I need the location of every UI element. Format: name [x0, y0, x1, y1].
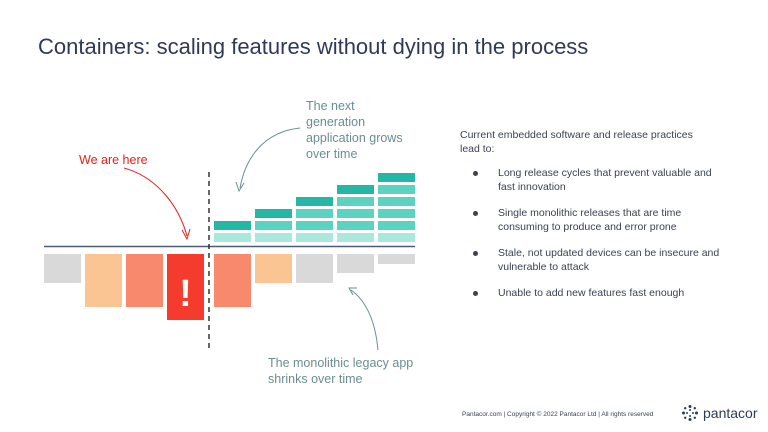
brand-logo: pantacor [681, 404, 757, 422]
bullet-item: Stale, not updated devices can be insecu… [470, 246, 720, 274]
growth-stack-3 [296, 197, 333, 242]
bullet-dot-icon [473, 171, 478, 176]
bullet-dot-icon [473, 211, 478, 216]
footer-copyright: Pantacor.com | Copyright © 2022 Pantacor… [462, 411, 654, 418]
legacy-block-gray [44, 254, 81, 283]
legacy-block-peach [85, 254, 122, 307]
slide-title: Containers: scaling features without dyi… [38, 34, 589, 59]
growth-stack-4 [337, 185, 374, 242]
growth-stack-2 [255, 209, 292, 242]
we-are-here-arrow [123, 167, 191, 241]
growth-stack-5 [378, 173, 415, 242]
intro-text: Current embedded software and release pr… [460, 129, 693, 155]
legacy-block-peach [255, 254, 292, 283]
legacy-block-gray [378, 254, 415, 264]
legacy-block-salmon [214, 254, 251, 307]
alert-icon: ! [179, 273, 192, 315]
bullet-dot-icon [473, 251, 478, 256]
growth-stack-1 [214, 221, 251, 242]
legacy-block-salmon [126, 254, 163, 307]
legacy-block-gray [296, 254, 333, 283]
legacy-app-label: The monolithic legacy app shrinks over t… [268, 356, 414, 386]
next-generation-label: The next generation application grows ov… [306, 99, 403, 161]
legacy-arrow [348, 287, 379, 351]
bullet-item: Long release cycles that prevent valuabl… [470, 166, 720, 194]
bullet-list: Long release cycles that prevent valuabl… [470, 166, 720, 312]
next-generation-arrow [235, 127, 301, 193]
bullet-item: Unable to add new features fast enough [470, 286, 720, 300]
pantacor-logo-icon [682, 405, 698, 421]
bullet-dot-icon [473, 291, 478, 296]
legacy-block-red [167, 254, 204, 320]
bullet-item: Single monolithic releases that are time… [470, 206, 720, 234]
we-are-here-label: We are here [79, 153, 148, 167]
legacy-block-gray [337, 254, 374, 273]
brand-name: pantacor [703, 405, 758, 421]
